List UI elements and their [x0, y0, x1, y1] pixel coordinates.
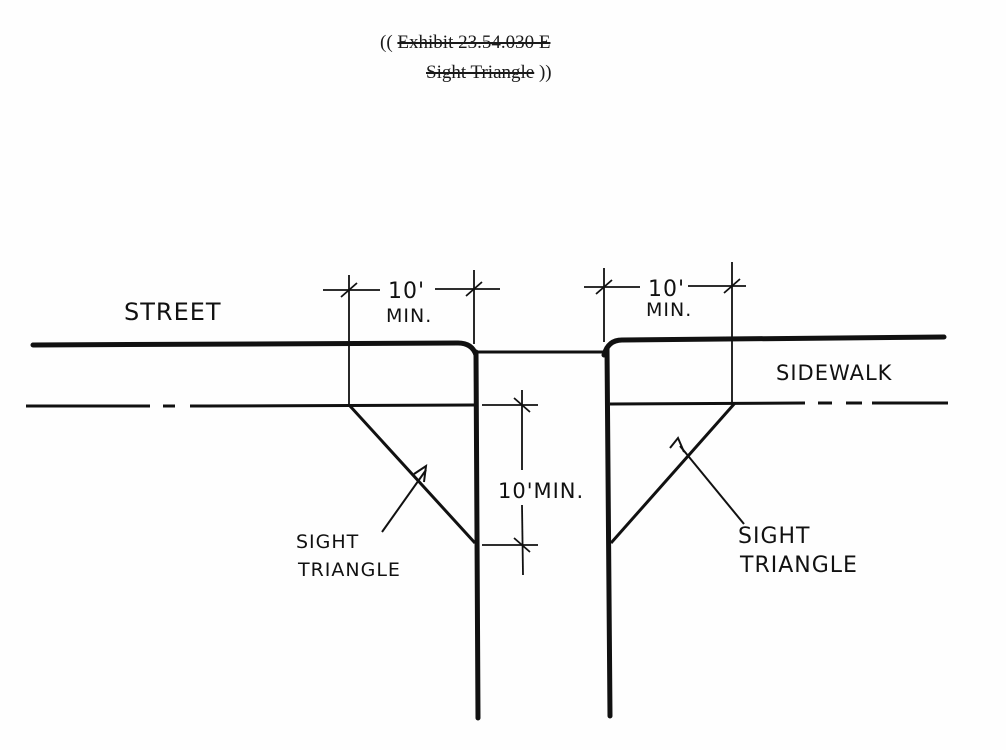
- dimension-left-unit: MIN.: [386, 305, 432, 327]
- callout-leaders: [381, 436, 745, 533]
- caption-line-1: (( Exhibit 23.54.030 E: [360, 28, 660, 58]
- dimension-vertical-label: 10'MIN.: [498, 479, 584, 503]
- sight-triangle-right-hypotenuse: [609, 402, 737, 544]
- caption-open-paren: ((: [380, 32, 393, 53]
- dimension-right-tick-1: [595, 279, 613, 295]
- leader-right-arrow: [669, 436, 685, 453]
- dimension-right-value: 10': [648, 277, 685, 302]
- dimension-right: [584, 262, 746, 403]
- leader-right: [679, 445, 745, 525]
- sight-triangle-left-label-2: TRIANGLE: [297, 559, 401, 581]
- dimension-vertical-line-b: [521, 504, 524, 576]
- property-line-left-segment: [204, 403, 475, 408]
- dimension-right-unit: MIN.: [646, 299, 692, 321]
- driveway-edge-left: [473, 349, 481, 721]
- street-label: STREET: [124, 298, 222, 326]
- sight-triangle-lines: [348, 402, 737, 545]
- dimension-left-value: 10': [388, 279, 425, 304]
- sidewalk-label: SIDEWALK: [776, 361, 893, 385]
- dimension-right-tick-2: [723, 278, 741, 294]
- exhibit-caption: (( Exhibit 23.54.030 E Sight Triangle )): [360, 28, 660, 88]
- dimension-vertical: [482, 390, 538, 576]
- caption-exhibit-number: Exhibit 23.54.030 E: [397, 32, 551, 53]
- dimension-vertical-tick-top: [513, 397, 531, 413]
- street-edge-left: [30, 340, 479, 358]
- driveway-edge-right: [604, 345, 613, 719]
- sight-triangle-right-label-2: TRIANGLE: [739, 553, 858, 578]
- caption-close-paren: )): [538, 62, 552, 83]
- street-edge-right: [601, 334, 947, 358]
- dimension-left-tick-2: [465, 281, 483, 297]
- sight-triangle-left-label-1: SIGHT: [296, 531, 359, 553]
- driveway-edges: [473, 345, 613, 721]
- property-line-right-segment: [609, 401, 806, 406]
- property-line: [26, 401, 948, 408]
- sight-triangle-left-hypotenuse: [348, 404, 477, 545]
- caption-line-2: Sight Triangle )): [360, 58, 660, 88]
- caption-title: Sight Triangle: [426, 62, 535, 83]
- dimension-left-tick-1: [340, 282, 358, 298]
- street-edge: [30, 334, 947, 358]
- dimension-vertical-tick-bottom: [513, 537, 531, 553]
- leader-left-arrow: [413, 463, 428, 483]
- sight-triangle-right-label-1: SIGHT: [738, 524, 810, 549]
- dimension-left: [323, 270, 500, 406]
- leader-left: [381, 469, 427, 533]
